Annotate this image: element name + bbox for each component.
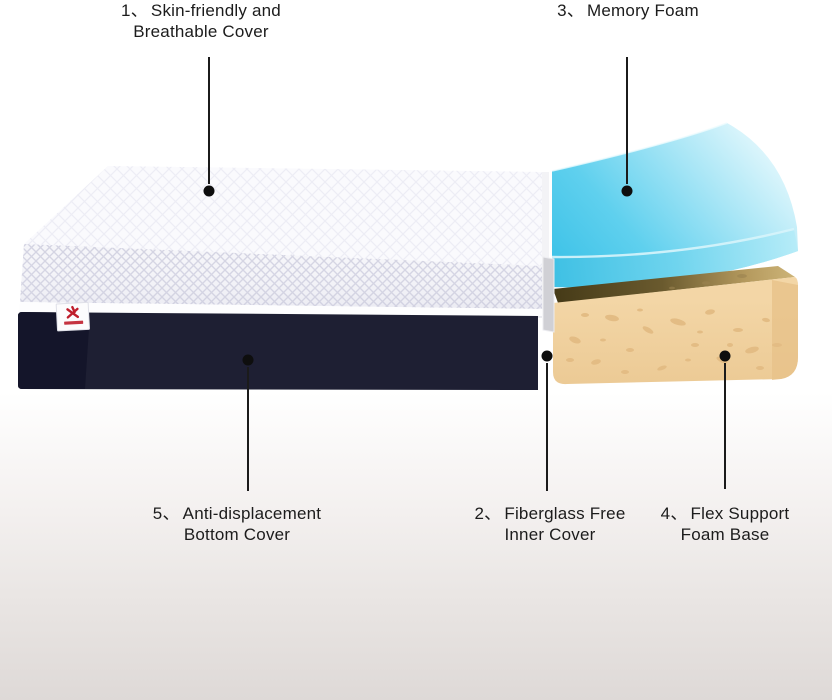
- callout-4-line2: Foam Base: [680, 525, 770, 544]
- foam-base: [553, 266, 798, 385]
- bottom-cover: [18, 312, 538, 390]
- callout-4-number: 4、: [660, 504, 688, 523]
- callout-5-line2: Bottom Cover: [183, 525, 291, 544]
- brand-tag: [55, 301, 90, 332]
- callout-dot-1: [203, 185, 215, 197]
- callout-4-line1: 4、Flex Support: [630, 503, 820, 524]
- callout-dot-2: [541, 350, 553, 362]
- callout-2-text: Fiberglass Free: [504, 504, 626, 523]
- callout-5-text: Anti-displacement: [182, 504, 322, 523]
- callout-1-number: 1、: [121, 1, 148, 20]
- callout-lines: [208, 57, 726, 491]
- callout-dot-4: [719, 350, 731, 362]
- callout-dots: [203, 185, 731, 366]
- callout-label-3: 3、Memory Foam: [533, 0, 723, 21]
- callout-5-number: 5、: [152, 504, 180, 523]
- callout-3-text: Memory Foam: [587, 1, 699, 20]
- callout-1-text: Skin-friendly and: [150, 1, 281, 20]
- callout-label-4: 4、Flex Support Foam Base: [630, 503, 820, 545]
- breathable-cover: [18, 166, 543, 318]
- callout-2-line1: 2、Fiberglass Free: [448, 503, 652, 524]
- callout-3-line1: 3、Memory Foam: [533, 0, 723, 21]
- callout-dot-3: [621, 185, 633, 197]
- callout-label-5: 5、Anti-displacement Bottom Cover: [127, 503, 347, 545]
- callout-label-2: 2、Fiberglass Free Inner Cover: [448, 503, 652, 545]
- callout-3-number: 3、: [557, 1, 585, 20]
- callout-1-line1: 1、Skin-friendly and: [90, 0, 312, 21]
- memory-foam-layer: [551, 122, 798, 288]
- foam-top-speckles: [669, 274, 747, 290]
- foam-speckles: [566, 308, 782, 374]
- callout-2-line2: Inner Cover: [504, 525, 596, 544]
- callout-label-1: 1、Skin-friendly and Breathable Cover: [90, 0, 312, 42]
- callout-4-text: Flex Support: [690, 504, 790, 523]
- inner-cover-strip: [542, 172, 555, 333]
- callout-2-number: 2、: [474, 504, 502, 523]
- callout-1-line2: Breathable Cover: [133, 22, 269, 41]
- callout-5-line1: 5、Anti-displacement: [127, 503, 347, 524]
- callout-dot-5: [242, 354, 254, 366]
